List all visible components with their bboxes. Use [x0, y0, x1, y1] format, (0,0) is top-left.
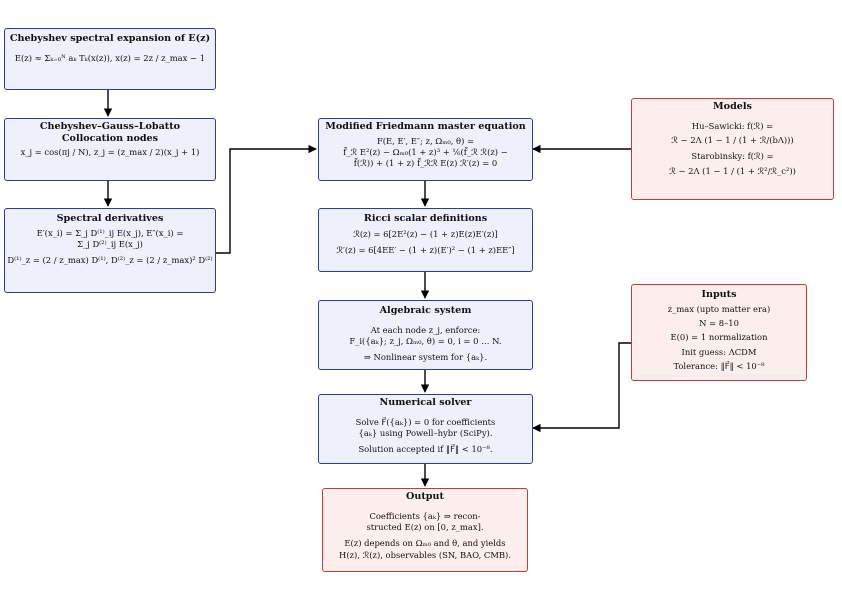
box-line: x_j = cos(πj / N), z_j = (z_max / 2)(x_j… — [20, 147, 200, 157]
box-line: Σ_j D⁽²⁾_ij E(x_j) — [77, 238, 143, 249]
collocation-nodes-box: Chebyshev–Gauss–Lobatto Collocation node… — [4, 118, 216, 181]
box-line: {aₖ} using Powell–hybr (SciPy). — [358, 427, 493, 438]
box-line: ℛ − 2Λ (1 − 1 / (1 + ℛ²/ℛ_c²)) — [669, 165, 796, 176]
box-line: f̃_ℛ E²(z) − Ωₘ₀(1 + z)³ + ⅙(f̃_ℛ ℛ(z) − — [343, 146, 508, 157]
box-line: Solution accepted if ‖F⃗‖ < 10⁻⁸. — [358, 444, 493, 455]
box-title: Chebyshev–Gauss–Lobatto Collocation node… — [39, 121, 181, 144]
box-title: Chebyshev spectral expansion of E(z) — [9, 33, 211, 44]
box-line: D⁽¹⁾_z = (2 / z_max) D⁽¹⁾, D⁽²⁾_z = (2 /… — [7, 255, 213, 266]
box-line: Solve F⃗({aₖ}) = 0 for coefficients — [355, 416, 496, 427]
arrow-inputs-to-solver — [532, 342, 631, 433]
box-line: N = 8–10 — [699, 317, 739, 328]
box-line: F(E, E′, E″; z, Ωₘ₀, θ) = — [376, 135, 475, 146]
box-title: Algebraic system — [379, 305, 472, 316]
box-title: Spectral derivatives — [56, 213, 164, 224]
box-line: ℛ′(z) = 6[4EE′ − (1 + z)(E′)² − (1 + z)E… — [336, 244, 515, 255]
box-line: F_i({aₖ}; z_j, Ωₘ₀, θ) = 0, i = 0 … N. — [349, 335, 502, 346]
inputs-box: Inputs z_max (upto matter era) N = 8–10 … — [631, 284, 807, 381]
box-title: Models — [713, 101, 752, 112]
box-line: z_max (upto matter era) — [667, 303, 771, 314]
box-line: Coefficients {aₖ} ⇒ recon- — [369, 510, 481, 521]
box-title: Inputs — [701, 289, 737, 300]
spectral-derivatives-box: Spectral derivatives E′(x_i) = Σ_j D⁽¹⁾_… — [4, 208, 216, 293]
box-line: E(z) depends on Ωₘ₀ and θ, and yields — [344, 538, 506, 549]
numerical-solver-box: Numerical solver Solve F⃗({aₖ}) = 0 for … — [318, 394, 533, 464]
box-line: structed E(z) on [0, z_max]. — [366, 521, 484, 532]
box-title: Modified Friedmann master equation — [325, 121, 526, 132]
output-box: Output Coefficients {aₖ} ⇒ recon- struct… — [322, 488, 528, 572]
box-line: Starobinsky: f(ℛ) = — [691, 151, 774, 162]
box-line: ℛ(z) = 6[2E²(z) − (1 + z)E(z)E′(z)] — [353, 228, 498, 239]
box-line: At each node z_j, enforce: — [370, 324, 481, 335]
box-line: E′(x_i) = Σ_j D⁽¹⁾_ij E(x_j), E″(x_i) = — [36, 227, 184, 238]
box-line: E(0) = 1 normalization — [670, 332, 768, 343]
box-line: f̃(ℛ)) + (1 + z) f̃_ℛℛ E(z) ℛ′(z) = 0 — [353, 158, 498, 169]
algebraic-system-box: Algebraic system At each node z_j, enfor… — [318, 300, 533, 370]
box-title: Ricci scalar definitions — [363, 213, 488, 224]
box-line: E(z) ≈ Σₖ₌₀ᴺ aₖ Tₖ(x(z)), x(z) = 2z / z_… — [14, 52, 206, 63]
box-line: H(z), ℛ(z), observables (SN, BAO, CMB). — [339, 549, 511, 560]
box-title: Numerical solver — [379, 397, 472, 408]
arrow-derivatives-to-master — [216, 144, 317, 254]
master-equation-box: Modified Friedmann master equation F(E, … — [318, 118, 533, 181]
box-line: ℛ − 2Λ (1 − 1 / (1 + ℛ/(bΛ))) — [671, 134, 794, 145]
chebyshev-expansion-box: Chebyshev spectral expansion of E(z) E(z… — [4, 28, 216, 90]
box-title: Output — [406, 491, 444, 502]
box-line: Init guess: ΛCDM — [681, 346, 757, 357]
ricci-scalar-box: Ricci scalar definitions ℛ(z) = 6[2E²(z)… — [318, 208, 533, 272]
box-line: ⇒ Nonlinear system for {aₖ}. — [363, 352, 488, 363]
box-line: Hu–Sawicki: f(ℛ) = — [691, 120, 774, 131]
box-line: Tolerance: ‖F⃗‖ < 10⁻⁸ — [673, 360, 765, 371]
models-box: Models Hu–Sawicki: f(ℛ) = ℛ − 2Λ (1 − 1 … — [631, 98, 834, 200]
